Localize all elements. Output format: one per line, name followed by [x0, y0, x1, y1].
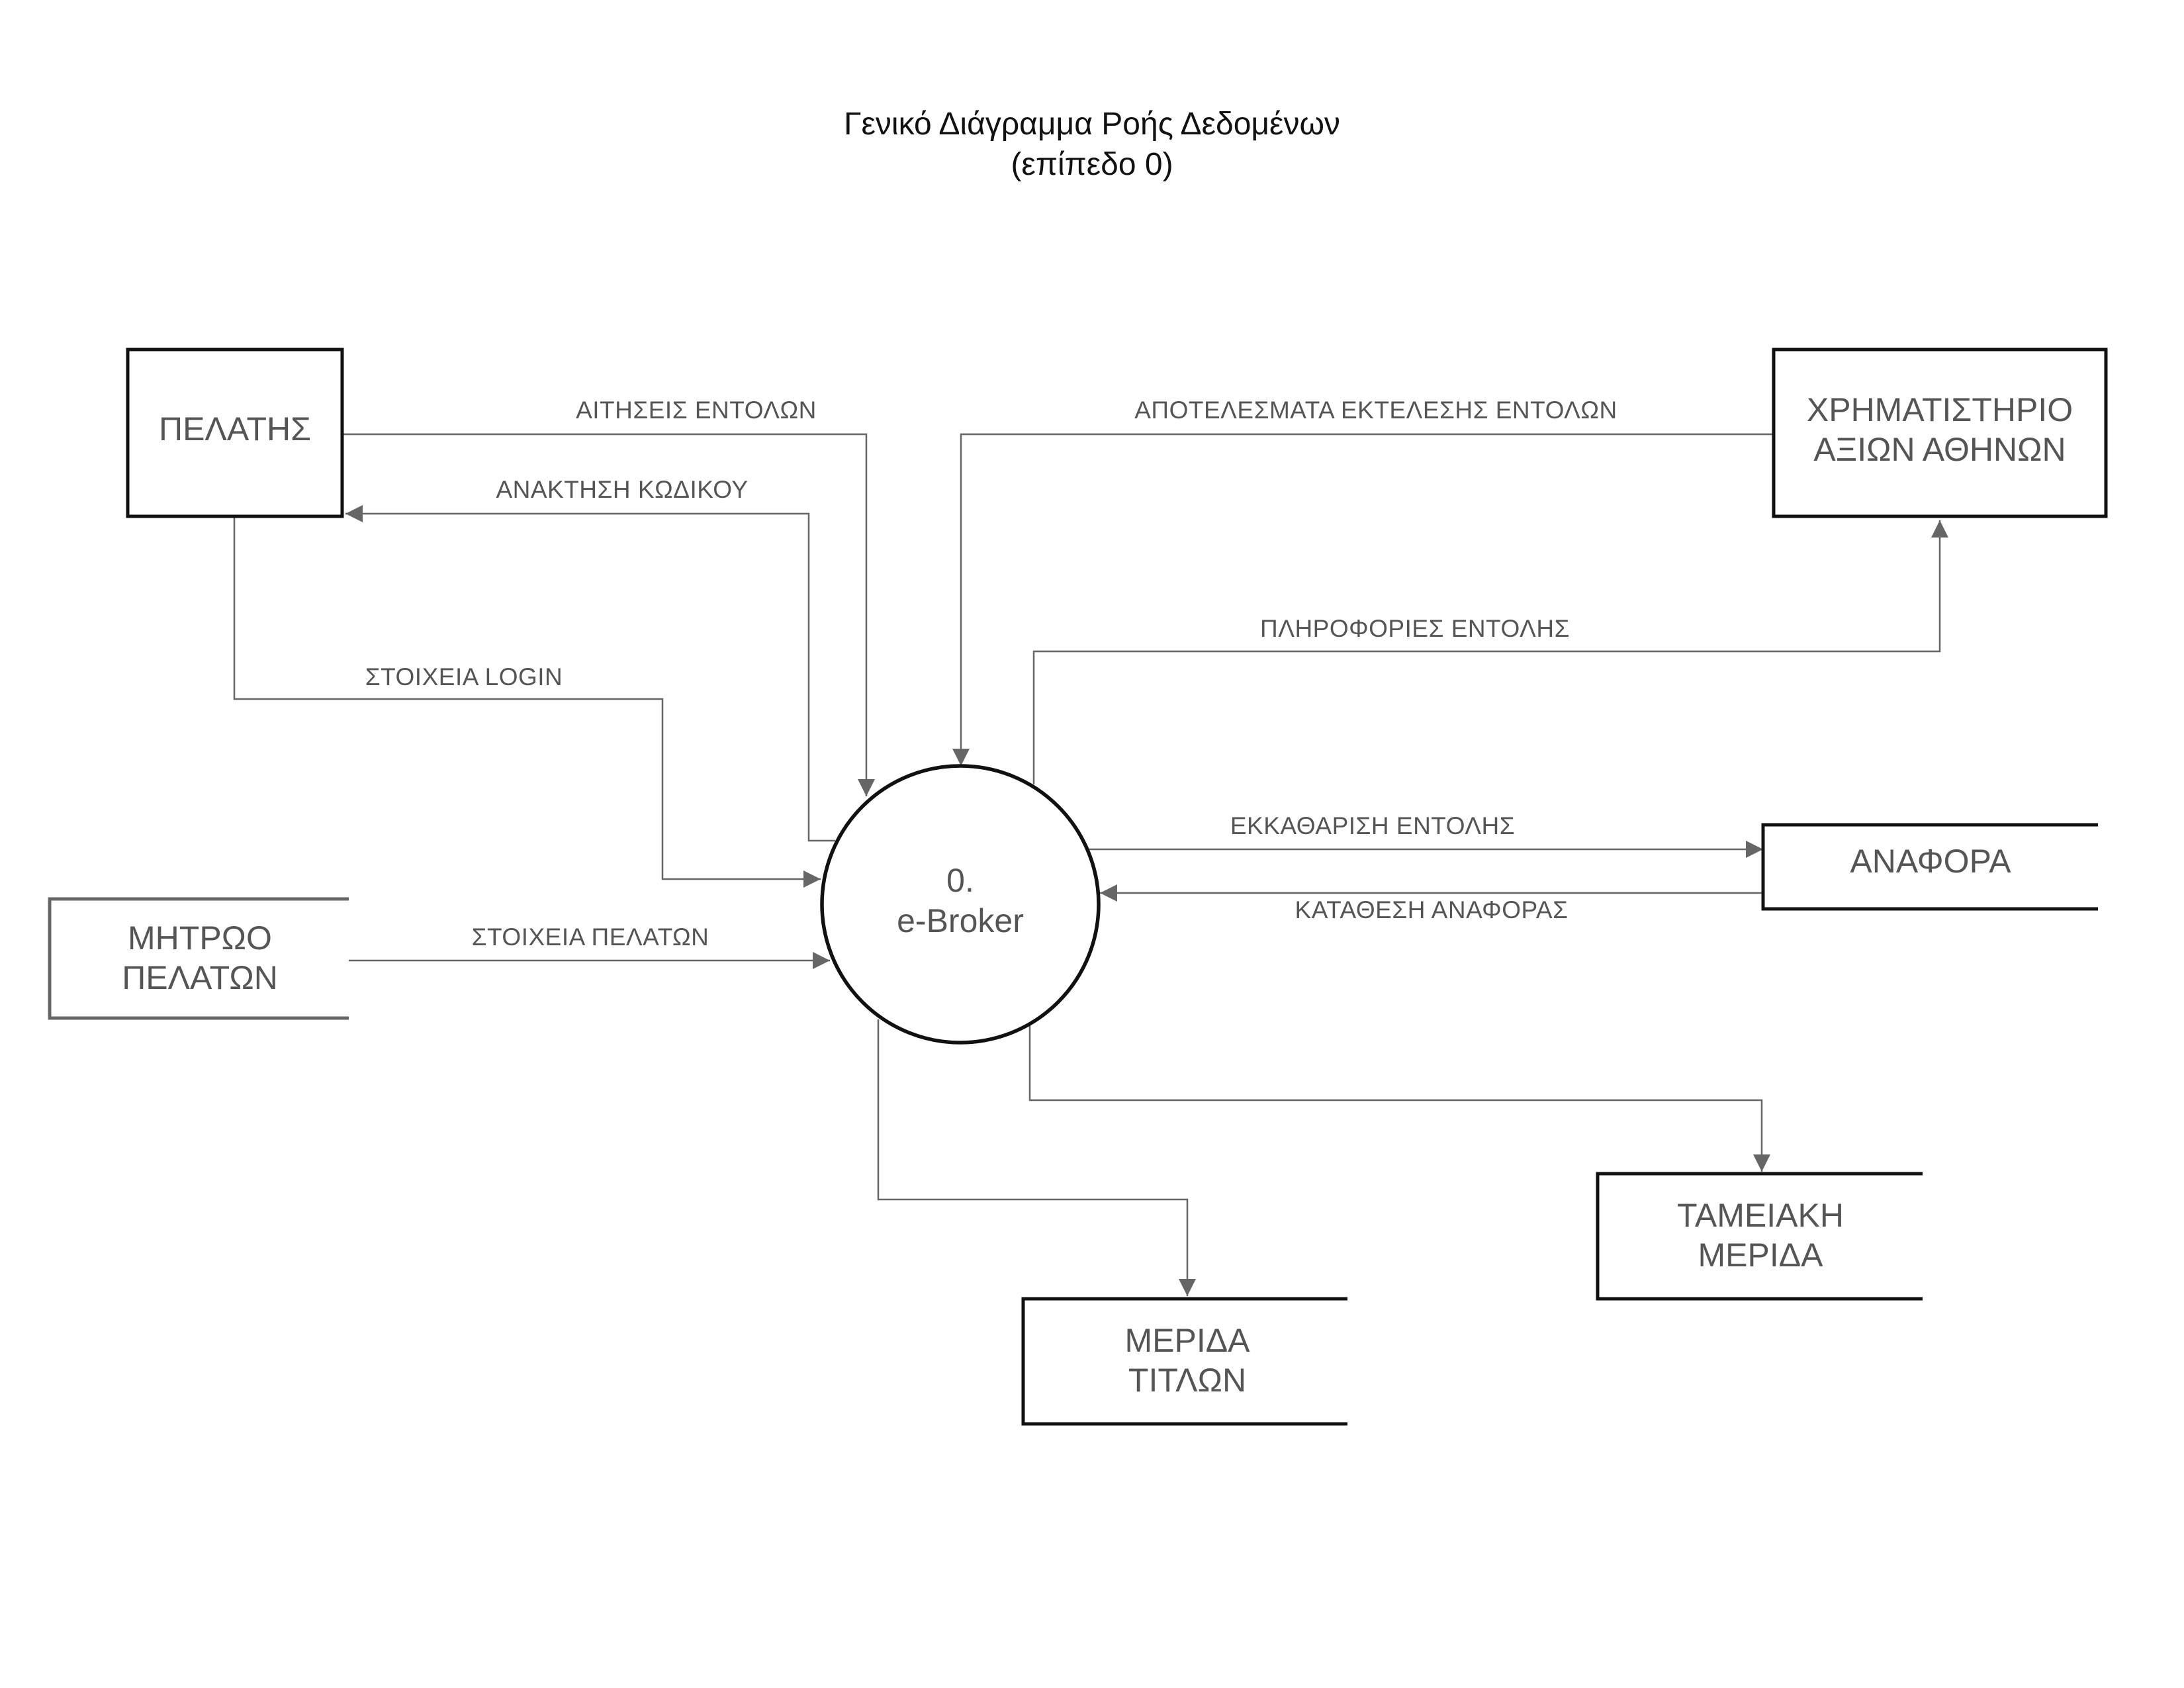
store-securities-account-label-line1: ΜΕΡΙΔΑ	[1125, 1322, 1251, 1359]
entity-athens-exchange-label-line2: ΑΞΙΩΝ ΑΘΗΝΩΝ	[1813, 431, 2066, 468]
flow-execution-results	[952, 433, 1774, 766]
flow-to-securities-account	[877, 1019, 1196, 1296]
entity-customer-label: ΠΕΛΑΤΗΣ	[159, 410, 311, 447]
flow-login-data	[233, 516, 821, 888]
diagram-title-line1: Γενικό Διάγραμμα Ροής Δεδομένων	[844, 107, 1340, 142]
store-cash-account-label-line1: ΤΑΜΕΙΑΚΗ	[1677, 1197, 1844, 1234]
flow-label-report-submission: ΚΑΤΑΘΕΣΗ ΑΝΑΦΟΡΑΣ	[1295, 896, 1569, 923]
store-securities-account-label-line2: ΤΙΤΛΩΝ	[1128, 1362, 1246, 1399]
process-name: e-Broker	[897, 902, 1024, 939]
flow-to-cash-account	[1028, 1025, 1770, 1172]
flow-label-login-data: ΣΤΟΙΧΕΙΑ LOGIN	[365, 663, 563, 690]
process-number: 0.	[946, 862, 974, 899]
entity-customer	[126, 348, 344, 518]
flow-label-order-settlement: ΕΚΚΑΘΑΡΙΣΗ ΕΝΤΟΛΗΣ	[1230, 812, 1515, 839]
entity-athens-exchange	[1772, 348, 2108, 518]
store-customer-registry	[48, 897, 349, 1020]
store-cash-account-label-line2: ΜΕΡΙΔΑ	[1698, 1237, 1824, 1274]
process-e-broker	[820, 764, 1101, 1045]
flow-code-recovery	[345, 505, 835, 842]
flow-order-requests	[341, 433, 875, 796]
store-customer-registry-label-line2: ΠΕΛΑΤΩΝ	[122, 959, 278, 996]
store-securities-account	[1021, 1297, 1347, 1426]
diagram-title-line2: (επίπεδο 0)	[1011, 147, 1173, 182]
store-customer-registry-label-line1: ΜΗΤΡΩΟ	[128, 919, 272, 957]
flow-label-order-requests: ΑΙΤΗΣΕΙΣ ΕΝΤΟΛΩΝ	[576, 397, 817, 424]
store-cash-account	[1596, 1172, 1923, 1301]
store-report-label: ΑΝΑΦΟΡΑ	[1850, 843, 2011, 880]
flow-label-execution-results: ΑΠΟΤΕΛΕΣΜΑΤΑ ΕΚΤΕΛΕΣΗΣ ΕΝΤΟΛΩΝ	[1134, 397, 1617, 424]
flow-order-info	[1032, 520, 1948, 784]
flow-label-order-info: ΠΛΗΡΟΦΟΡΙΕΣ ΕΝΤΟΛΗΣ	[1260, 615, 1570, 642]
store-report	[1761, 823, 2098, 911]
flow-label-customer-data: ΣΤΟΙΧΕΙΑ ΠΕΛΑΤΩΝ	[472, 923, 709, 951]
flow-label-code-recovery: ΑΝΑΚΤΗΣΗ ΚΩΔΙΚΟΥ	[496, 476, 748, 503]
entity-athens-exchange-label-line1: ΧΡΗΜΑΤΙΣΤΗΡΙΟ	[1807, 391, 2073, 428]
